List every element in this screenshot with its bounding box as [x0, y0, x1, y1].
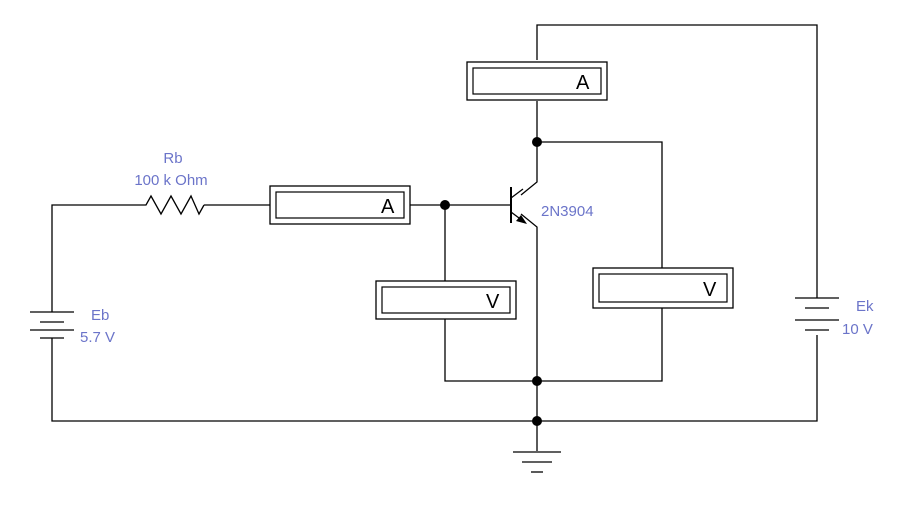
- meter-unit-label: V: [486, 291, 500, 313]
- resistor-name: Rb: [163, 150, 182, 167]
- battery-eb[interactable]: Eb 5.7 V: [30, 307, 115, 346]
- resistor-symbol: [138, 194, 205, 216]
- junction-base: [440, 200, 450, 210]
- junction-collector: [532, 137, 542, 147]
- ammeter-base[interactable]: A: [269, 185, 411, 225]
- wire-voltmeter-right-to-emitter: [537, 308, 663, 382]
- wires: [51, 24, 818, 451]
- resistor-value: 100 k Ohm: [134, 172, 207, 189]
- wire-top-loop: [536, 24, 818, 298]
- battery-value: 5.7 V: [80, 329, 115, 346]
- wire-collector-to-voltmeter: [537, 141, 663, 268]
- meter-display: [598, 273, 728, 303]
- battery-name: Ek: [856, 298, 874, 315]
- meter-unit-label: A: [576, 72, 590, 94]
- transistor-2n3904[interactable]: 2N3904: [510, 187, 594, 224]
- ammeter-collector[interactable]: A: [466, 61, 608, 101]
- wire-collector-lead: [520, 142, 538, 196]
- wire-voltmeter-to-emitter: [444, 319, 537, 382]
- transistor-collector: [510, 188, 524, 199]
- meter-display: [472, 67, 602, 95]
- meter-unit-label: V: [703, 279, 717, 301]
- voltmeter-collector-emitter[interactable]: V: [592, 267, 734, 309]
- junctions: [440, 137, 542, 426]
- battery-name: Eb: [91, 307, 109, 324]
- ground-icon: [513, 451, 561, 473]
- meter-unit-label: A: [381, 196, 395, 218]
- wire-base-left: [51, 204, 138, 312]
- meter-display: [275, 191, 405, 219]
- meter-display: [381, 286, 511, 314]
- wire-bottom-left: [51, 338, 537, 422]
- battery-value: 10 V: [842, 321, 873, 338]
- wire-bottom-right: [537, 335, 818, 422]
- battery-ek[interactable]: Ek 10 V: [795, 297, 874, 338]
- junction-emitter: [532, 376, 542, 386]
- emitter-arrow-icon: [516, 215, 527, 224]
- voltmeter-base-emitter[interactable]: V: [375, 280, 517, 320]
- wire-emitter-lead: [520, 213, 538, 421]
- resistor-rb[interactable]: Rb 100 k Ohm: [134, 150, 208, 216]
- transistor-model: 2N3904: [541, 203, 594, 220]
- junction-ground: [532, 416, 542, 426]
